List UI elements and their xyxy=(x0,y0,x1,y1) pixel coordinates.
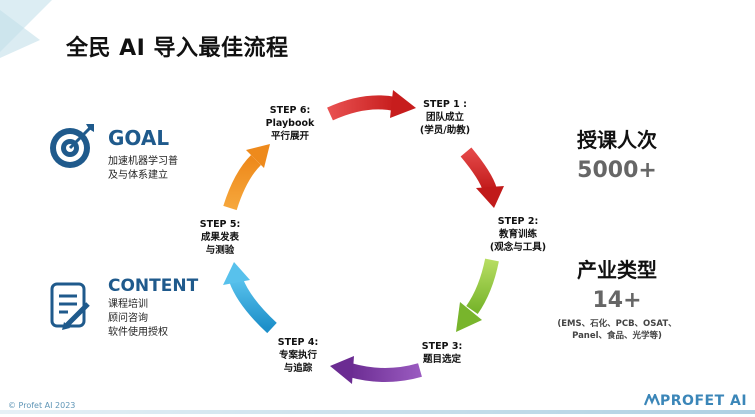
step-4-label: STEP 4:专案执行与追踪 xyxy=(277,337,319,374)
arrow-step4-to-step5 xyxy=(223,262,277,334)
stat-training-label: 授课人次 xyxy=(577,128,657,152)
profet-logo-icon xyxy=(643,392,661,406)
document-pen-icon xyxy=(50,282,90,330)
copyright-text: © Profet AI 2023 xyxy=(8,401,76,410)
stat-training-value: 5000+ xyxy=(577,158,657,183)
arrow-step5-to-step6 xyxy=(223,144,270,211)
footer-bar xyxy=(0,410,755,414)
arrow-step6-to-step1 xyxy=(327,90,416,121)
goal-line: 及与体系建立 xyxy=(108,170,168,181)
logo-text: PROFET AI xyxy=(660,393,748,409)
content-line: 顾问咨询 xyxy=(108,313,148,324)
stat-industry-note: (EMS、石化、PCB、OSAT、Panel、食品、光学等) xyxy=(557,319,677,341)
step-3-label: STEP 3:题目选定 xyxy=(421,341,463,365)
step-5-label: STEP 5:成果发表与测验 xyxy=(199,219,241,256)
step-2-label: STEP 2:教育训练(观念与工具) xyxy=(489,216,547,253)
stat-industry-value: 14+ xyxy=(592,288,642,313)
target-icon xyxy=(50,124,94,168)
arrow-step2-to-step3 xyxy=(456,258,499,332)
profet-logo: PROFET AI xyxy=(643,392,748,409)
goal-heading: GOAL xyxy=(108,126,170,150)
content-heading: CONTENT xyxy=(108,276,199,296)
arrow-step1-to-step2 xyxy=(460,147,504,208)
cycle-diagram xyxy=(223,90,504,384)
corner-decoration xyxy=(0,0,52,58)
content-line: 课程培训 xyxy=(108,299,148,310)
step-1-label: STEP 1 :团队成立(学员/助教) xyxy=(419,99,471,136)
goal-line: 加速机器学习普 xyxy=(108,156,178,167)
page-title: 全民 AI 导入最佳流程 xyxy=(66,36,289,61)
arrow-step3-to-step4 xyxy=(330,356,422,384)
stat-industry-label: 产业类型 xyxy=(577,258,657,282)
content-line: 软件使用授权 xyxy=(108,327,168,338)
